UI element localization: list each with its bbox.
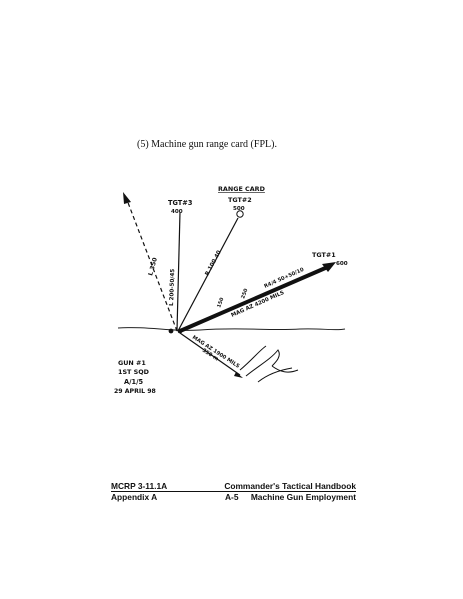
stream-sketch xyxy=(239,345,299,383)
publication-id: MCRP 3-11.1A xyxy=(111,481,168,491)
range-250-label: 250 xyxy=(240,287,249,299)
tgt2-range: 500 xyxy=(233,206,245,212)
tgt1-range: 600 xyxy=(336,261,348,267)
tgt3-data-label: L 200-50/45 xyxy=(169,269,176,306)
mag-az-fpl-label: MAG AZ 1900 MILS xyxy=(191,335,241,370)
fpl-line xyxy=(179,332,241,376)
chapter-title: Machine Gun Employment xyxy=(250,492,356,502)
footer-rule xyxy=(111,491,356,492)
tgt1-line xyxy=(179,264,331,333)
left-limit-line xyxy=(126,199,178,332)
range-150-label: 150 xyxy=(216,296,225,308)
left-limit-arrowhead xyxy=(123,192,131,204)
tgt1-arrowhead xyxy=(322,262,336,272)
tgt2-data-label: R 100 40 xyxy=(204,250,222,277)
ground-line xyxy=(117,327,346,331)
gun-block-line: GUN #1 xyxy=(118,359,146,367)
page-footer: MCRP 3-11.1A Commander's Tactical Handbo… xyxy=(111,481,356,503)
tgt1-label: TGT#1 xyxy=(312,251,336,259)
tgt3-range: 400 xyxy=(171,209,183,215)
tgt2-line xyxy=(177,217,239,332)
appendix-label: Appendix A xyxy=(111,492,158,502)
tgt2-label: TGT#2 xyxy=(228,196,252,204)
range-card-title: RANGE CARD xyxy=(218,185,265,193)
tgt2-marker xyxy=(236,210,244,218)
gun-position-dot xyxy=(177,328,183,334)
gun-position-dot xyxy=(168,328,174,334)
publication-title: Commander's Tactical Handbook xyxy=(224,481,356,491)
gun-block-line: A/1/5 xyxy=(124,378,144,386)
gun-block-line: 29 APRIL 98 xyxy=(114,388,156,395)
fpl-arrowhead xyxy=(234,372,243,378)
figure-caption: (5) Machine gun range card (FPL). xyxy=(137,139,277,150)
tgt3-label: TGT#3 xyxy=(168,199,193,207)
gun-block-line: 1ST SQD xyxy=(118,368,149,376)
tgt3-line xyxy=(176,211,181,332)
page-number: A-5 xyxy=(225,492,239,502)
left-limit-label: L 350 xyxy=(147,257,159,277)
